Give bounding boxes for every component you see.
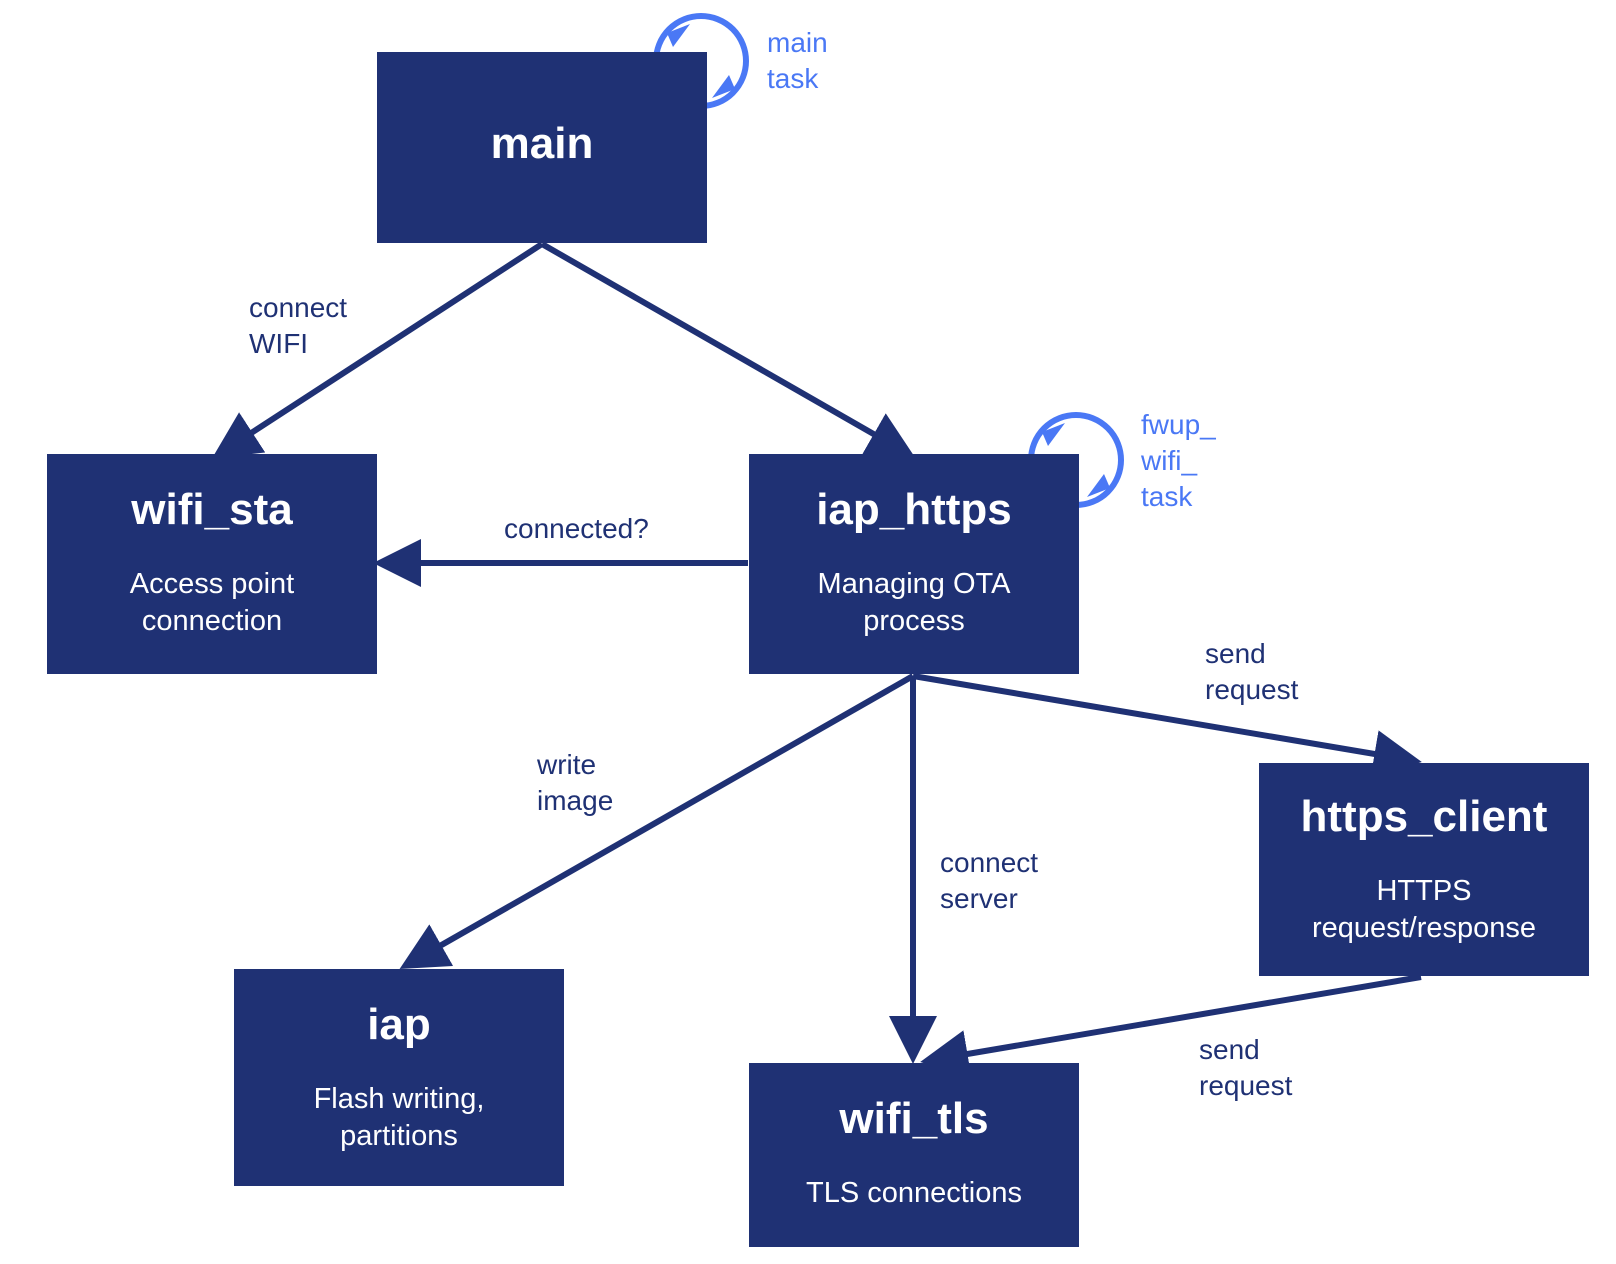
node-wifi-tls-desc: TLS connections [805,1177,1022,1210]
node-iap: iap Flash writing, partitions [234,969,564,1186]
edge-https-client-to-wifi-tls [920,974,1422,1078]
node-https-client-title: https_client [1300,792,1548,841]
edge-iap-https-to-https-client [912,673,1422,778]
edge-label-send-request-top: send request [1205,638,1299,705]
node-wifi-sta: wifi_sta Access point connection [47,454,377,674]
node-https-client-desc: HTTPS request/response [1311,875,1537,944]
edge-label-write-image: write image [537,749,614,816]
node-wifi-sta-title: wifi_sta [131,485,293,534]
node-main-title: main [490,119,594,168]
node-wifi-tls-title: wifi_tls [839,1094,989,1143]
node-iap-desc: Flash writing, partitions [313,1083,485,1152]
edge-main-to-iap-https [540,241,916,458]
edge-main-to-wifi-sta [211,241,544,459]
node-wifi-sta-desc: Access point connection [129,568,295,637]
edge-label-send-request-bottom: send request [1199,1034,1293,1101]
fwup-task-label: fwup_ wifi_ task [1141,409,1216,512]
node-iap-https-desc: Managing OTA process [817,568,1011,637]
edge-label-connect-server: connect server [940,847,1039,914]
edge-label-connected: connected? [504,513,649,544]
node-wifi-tls: wifi_tls TLS connections [749,1063,1079,1247]
edge-label-connect-wifi: connect WIFI [249,292,348,359]
node-iap-title: iap [367,1000,431,1049]
node-iap-https-title: iap_https [816,485,1012,534]
edge-iap-https-to-iap [399,673,915,969]
node-main: main [377,52,707,243]
main-task-label: main task [767,27,828,94]
node-iap-https: iap_https Managing OTA process [749,454,1079,674]
node-https-client: https_client HTTPS request/response [1259,763,1589,976]
